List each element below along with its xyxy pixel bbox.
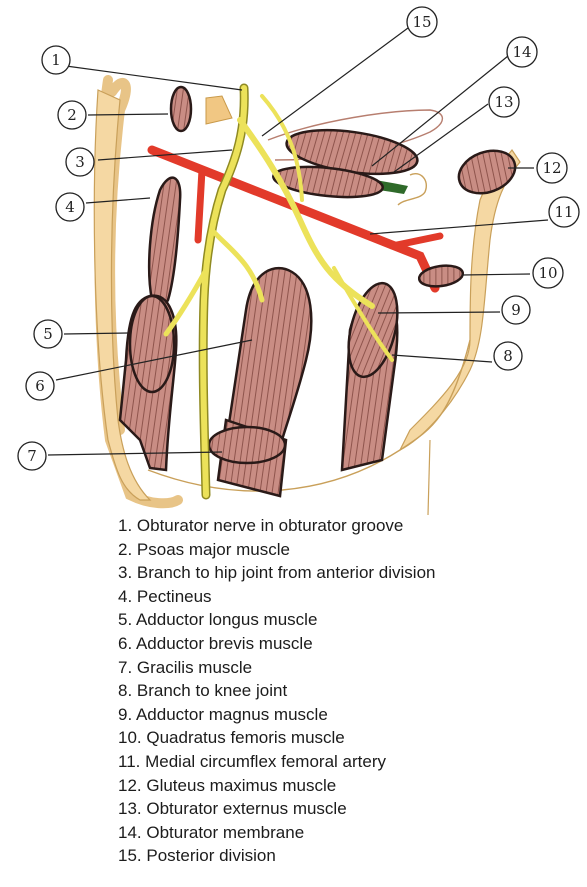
legend-item-6: 6. Adductor brevis muscle: [118, 632, 436, 656]
legend-item-7: 7. Gracilis muscle: [118, 656, 436, 680]
adductor-brevis-muscle: [228, 268, 311, 440]
legend-item-13: 13. Obturator externus muscle: [118, 797, 436, 821]
svg-text:9: 9: [511, 301, 521, 319]
svg-text:8: 8: [503, 347, 513, 365]
callout-1: 1: [42, 46, 70, 74]
legend-item-5: 5. Adductor longus muscle: [118, 608, 436, 632]
svg-text:6: 6: [35, 377, 45, 395]
svg-text:12: 12: [542, 159, 561, 177]
svg-text:3: 3: [75, 153, 85, 171]
callout-10: 10: [533, 258, 563, 288]
legend-item-9: 9. Adductor magnus muscle: [118, 703, 436, 727]
legend-item-12: 12. Gluteus maximus muscle: [118, 774, 436, 798]
pubic-ramus-fragment: [206, 96, 232, 124]
svg-text:2: 2: [67, 106, 77, 124]
svg-text:14: 14: [512, 43, 531, 61]
legend-list: 1. Obturator nerve in obturator groove 2…: [118, 514, 436, 868]
gluteal-skin-outline: [400, 150, 520, 450]
callout-13: 13: [489, 87, 519, 117]
callout-12: 12: [537, 153, 567, 183]
pectineus-muscle: [149, 178, 180, 308]
svg-text:5: 5: [43, 325, 53, 343]
callout-6: 6: [26, 372, 54, 400]
svg-text:15: 15: [412, 13, 431, 31]
callout-8: 8: [494, 342, 522, 370]
legend-item-11: 11. Medial circumflex femoral artery: [118, 750, 436, 774]
adductor-longus-belly: [130, 296, 174, 392]
legend-item-4: 4. Pectineus: [118, 585, 436, 609]
inner-skin-fold: [148, 340, 470, 491]
legend-item-8: 8. Branch to knee joint: [118, 679, 436, 703]
svg-text:1: 1: [51, 51, 61, 69]
svg-text:7: 7: [27, 447, 37, 465]
artery-branch-right: [392, 236, 440, 246]
right-leg-line: [428, 440, 430, 515]
legend-item-1: 1. Obturator nerve in obturator groove: [118, 514, 436, 538]
obturator-anatomy-diagram: 1 2 3 4 5 6 7 8 9 10 11 12 13 14 15: [0, 0, 587, 520]
callout-3: 3: [66, 148, 94, 176]
legend-item-3: 3. Branch to hip joint from anterior div…: [118, 561, 436, 585]
callout-14: 14: [507, 37, 537, 67]
svg-text:4: 4: [65, 198, 75, 216]
artery-branch-left: [198, 170, 202, 240]
legend-item-14: 14. Obturator membrane: [118, 821, 436, 845]
callout-5: 5: [34, 320, 62, 348]
svg-text:11: 11: [554, 203, 573, 221]
svg-text:10: 10: [538, 264, 557, 282]
callout-9: 9: [502, 296, 530, 324]
callout-11: 11: [549, 197, 579, 227]
legend-item-2: 2. Psoas major muscle: [118, 538, 436, 562]
legend-item-10: 10. Quadratus femoris muscle: [118, 726, 436, 750]
psoas-major-muscle: [171, 87, 191, 131]
callout-4: 4: [56, 193, 84, 221]
callout-7: 7: [18, 442, 46, 470]
callout-15: 15: [407, 7, 437, 37]
legend-item-15: 15. Posterior division: [118, 844, 436, 868]
callout-2: 2: [58, 101, 86, 129]
svg-text:13: 13: [494, 93, 513, 111]
gracilis-muscle: [209, 427, 285, 463]
